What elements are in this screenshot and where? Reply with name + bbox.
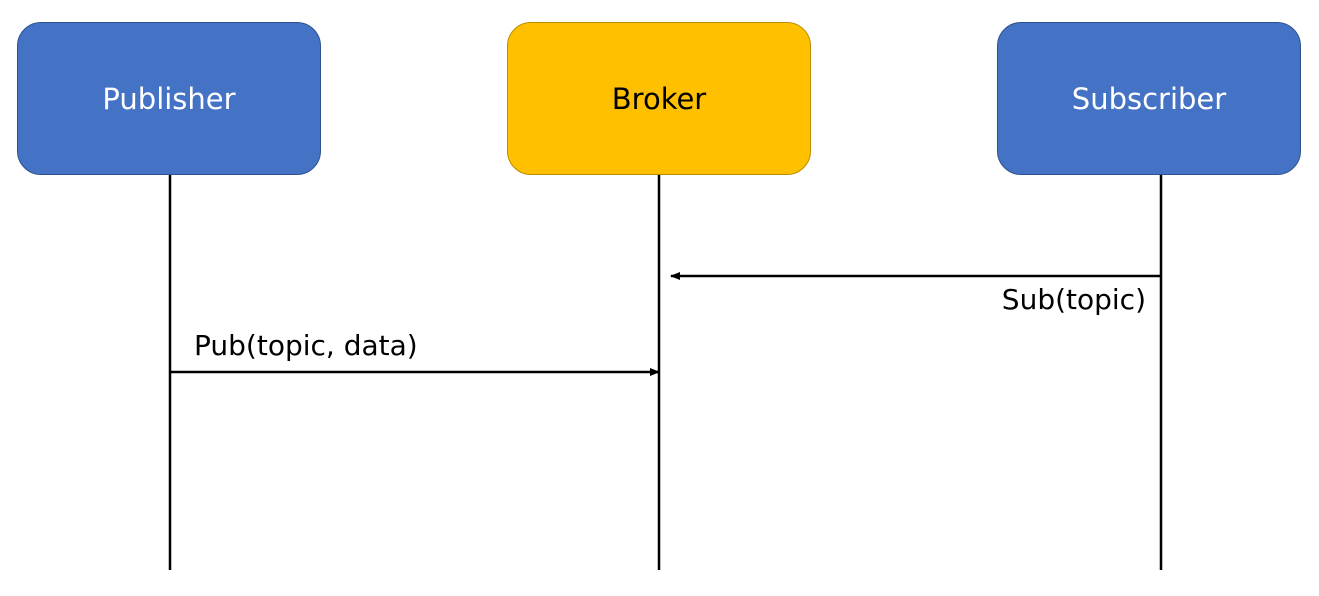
subscriber-box: Subscriber (997, 22, 1301, 175)
publisher-box: Publisher (17, 22, 321, 175)
broker-box: Broker (507, 22, 811, 175)
subscriber-label: Subscriber (1071, 81, 1227, 116)
broker-label: Broker (611, 81, 707, 116)
subscribe-message-label: Sub(topic) (1001, 283, 1146, 316)
publish-message-label: Pub(topic, data) (194, 329, 418, 362)
publisher-label: Publisher (102, 81, 236, 116)
